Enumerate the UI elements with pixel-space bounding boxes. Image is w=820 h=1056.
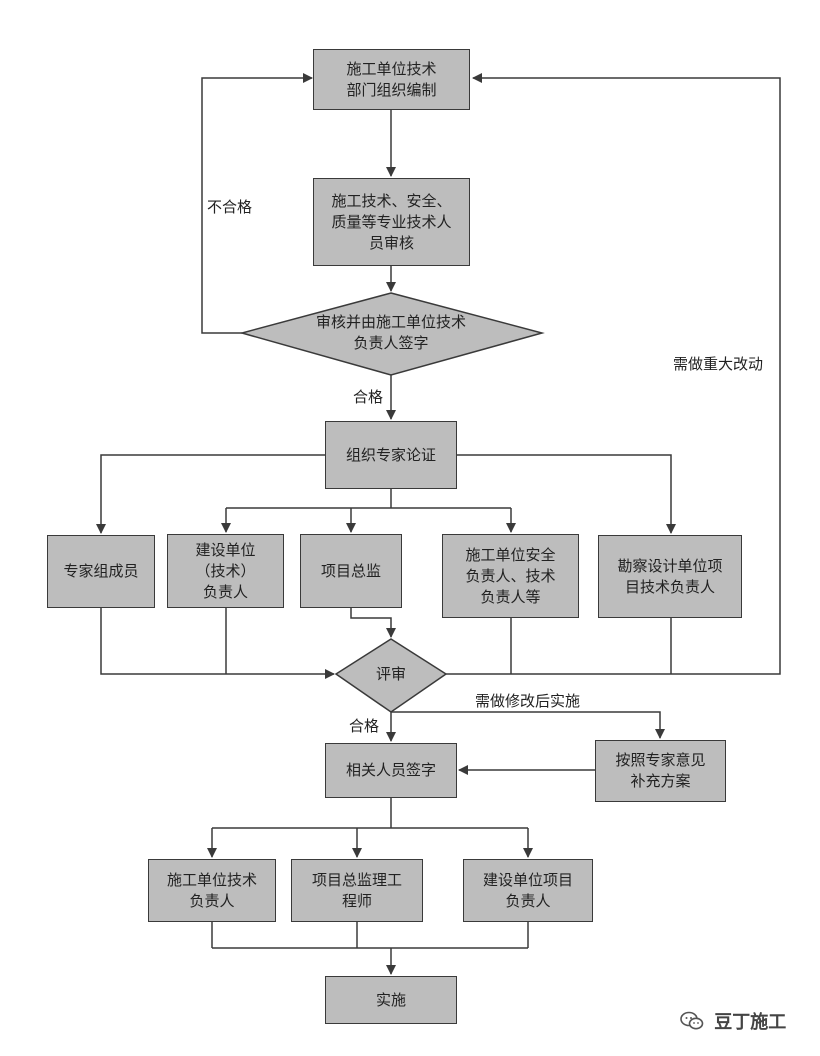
evaluate-diamond: [334, 638, 448, 713]
node-sign-decision-text: 审核并由施工单位技术 负责人签字: [315, 313, 466, 352]
node-p-expert: 专家组成员: [47, 535, 155, 608]
node-p-supervisor: 项目总监: [300, 534, 402, 608]
connector-p-expert-evaluate: [100, 608, 335, 679]
node-p-owner: 建设单位 （技术） 负责人: [167, 534, 284, 608]
wechat-icon: [680, 1011, 704, 1030]
connector-expert-to-p-survey: [457, 454, 676, 534]
node-p-survey: 勘察设计单位项 目技术负责人: [598, 535, 742, 618]
label-qualified-2: 合格: [349, 717, 380, 735]
sign-decision-diamond: [239, 292, 545, 376]
node-expert-demo: 组织专家论证: [325, 421, 457, 489]
connector-expert-to-p-expert: [96, 454, 325, 534]
node-s-owner: 建设单位项目 负责人: [463, 859, 593, 922]
node-s-contractor: 施工单位技术 负责人: [148, 859, 276, 922]
node-p-contractor: 施工单位安全 负责人、技术 负责人等: [442, 534, 579, 618]
watermark: 豆丁施工: [680, 1008, 786, 1034]
connector-p-supervisor-evaluate: [350, 608, 396, 638]
label-major-change: 需做重大改动: [673, 355, 764, 373]
watermark-text: 豆丁施工: [714, 1012, 787, 1033]
label-qualified-1: 合格: [353, 388, 384, 406]
node-related-sign: 相关人员签字: [325, 743, 457, 798]
node-review: 施工技术、安全、 质量等专业技术人 员审核: [313, 178, 470, 266]
connector-major-change-loop: [446, 73, 781, 675]
node-supplement: 按照专家意见 补充方案: [595, 740, 726, 802]
node-compile: 施工单位技术 部门组织编制: [313, 49, 470, 110]
connector-evaluate-supplement: [391, 711, 665, 739]
node-evaluate-text: 评审: [375, 665, 406, 683]
label-modify-then-implement: 需做修改后实施: [475, 692, 581, 710]
node-s-supervisor: 项目总监理工 程师: [291, 859, 423, 922]
label-unqualified: 不合格: [207, 198, 253, 216]
node-implement: 实施: [325, 976, 457, 1024]
connector-unqualified-loop: [201, 73, 313, 334]
